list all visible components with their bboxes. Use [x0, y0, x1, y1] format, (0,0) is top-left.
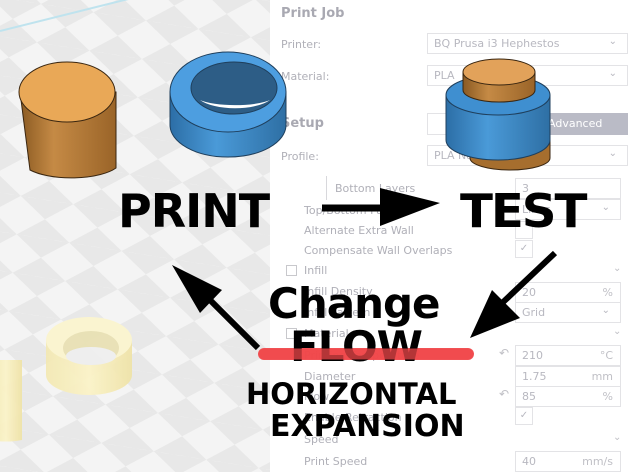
compensate-wall-overlaps-checkbox[interactable]: ✓ — [515, 240, 533, 258]
compensate-wall-overlaps-label: Compensate Wall Overlaps — [304, 244, 453, 257]
printer-select[interactable]: BQ Prusa i3 Hephestos ⌄ — [427, 33, 628, 54]
print-speed-label: Print Speed — [304, 455, 368, 468]
chevron-down-icon: ⌄ — [601, 202, 610, 213]
top-bottom-pattern-value: Lines — [522, 203, 551, 216]
printer-label: Printer: — [281, 38, 322, 51]
flow-label: Flow — [304, 390, 330, 403]
infill-pattern-value: Grid — [522, 306, 546, 319]
material-section-label[interactable]: Material — [304, 327, 349, 340]
print-speed-input[interactable]: 40 mm/s — [515, 451, 621, 472]
print-speed-value: 40 — [522, 455, 536, 468]
flow-struck-label: FLOW — [290, 322, 423, 371]
flow-input[interactable]: 85 % — [515, 386, 621, 407]
print-speed-unit: mm/s — [582, 455, 613, 468]
bottom-layers-label: Bottom Layers — [335, 182, 416, 195]
advanced-button[interactable]: Advanced — [540, 113, 628, 135]
material-section-icon — [286, 328, 297, 339]
expansion-label: EXPANSION — [270, 409, 465, 444]
enable-retraction-checkbox[interactable]: ✓ — [515, 407, 533, 425]
test-step-label: TEST — [460, 184, 587, 238]
profile-value: PLA Natural — [434, 149, 499, 162]
printing-temperature-input[interactable]: 210 °C — [515, 345, 621, 366]
flow-unit: % — [602, 390, 613, 403]
flow-value: 85 — [522, 390, 536, 403]
material-value: PLA — [434, 69, 455, 82]
infill-density-unit: % — [602, 286, 613, 299]
alternate-extra-wall-checkbox[interactable] — [515, 221, 533, 239]
material-label: Material: — [281, 70, 330, 83]
chevron-down-icon: ⌄ — [608, 68, 617, 79]
simple-mode-toggle[interactable] — [427, 113, 537, 135]
diameter-unit: mm — [591, 370, 613, 383]
enable-retraction-label: Enable Retraction — [304, 411, 402, 424]
diameter-value: 1.75 — [522, 370, 547, 383]
chevron-down-icon: ⌄ — [601, 305, 610, 316]
print-step-label: PRINT — [118, 184, 270, 238]
print-job-title: Print Job — [281, 6, 345, 21]
change-step-label: Change — [268, 279, 441, 328]
horizontal-label: HORIZONTAL — [246, 377, 457, 411]
chevron-down-icon[interactable]: ⌄ — [613, 263, 622, 274]
chevron-down-icon: ⌄ — [608, 36, 617, 47]
infill-density-input[interactable]: 20 % — [515, 282, 621, 303]
chevron-down-icon: ⌄ — [608, 148, 617, 159]
infill-pattern-select[interactable]: Grid ⌄ — [515, 302, 621, 323]
bottom-layers-value: 3 — [522, 182, 529, 195]
diameter-input[interactable]: 1.75 mm — [515, 366, 621, 387]
speed-section-label[interactable]: Speed — [304, 433, 339, 446]
top-bottom-pattern-select[interactable]: Lines ⌄ — [515, 199, 621, 220]
alternate-extra-wall-label: Alternate Extra Wall — [304, 224, 414, 237]
reset-icon[interactable]: ↶ — [499, 346, 510, 360]
top-bottom-pattern-label: Top/Bottom Pattern — [304, 204, 410, 217]
infill-density-label: Infill Density — [304, 285, 373, 298]
indent-guide — [326, 176, 327, 200]
printer-value: BQ Prusa i3 Hephestos — [434, 37, 560, 50]
reset-icon[interactable]: ↶ — [499, 387, 510, 401]
infill-section-icon — [286, 265, 297, 276]
check-icon: ✓ — [519, 243, 529, 254]
profile-select[interactable]: PLA Natural ⌄ — [427, 145, 628, 166]
infill-section-label[interactable]: Infill — [304, 264, 328, 277]
bottom-layers-input[interactable]: 3 — [515, 178, 621, 199]
check-icon: ✓ — [519, 410, 529, 421]
infill-density-value: 20 — [522, 286, 536, 299]
chevron-down-icon[interactable]: ⌄ — [613, 326, 622, 337]
diameter-label: Diameter — [304, 370, 356, 383]
profile-label: Profile: — [281, 150, 319, 163]
print-settings-panel: Print Job Printer: BQ Prusa i3 Hephestos… — [270, 0, 628, 472]
setup-title: Setup — [281, 116, 324, 131]
printing-temperature-unit: °C — [599, 349, 613, 362]
printing-temperature-value: 210 — [522, 349, 543, 362]
material-select[interactable]: PLA ⌄ — [427, 65, 628, 86]
chevron-down-icon[interactable]: ⌄ — [613, 432, 622, 443]
infill-pattern-label: Infill Pattern — [304, 306, 371, 319]
